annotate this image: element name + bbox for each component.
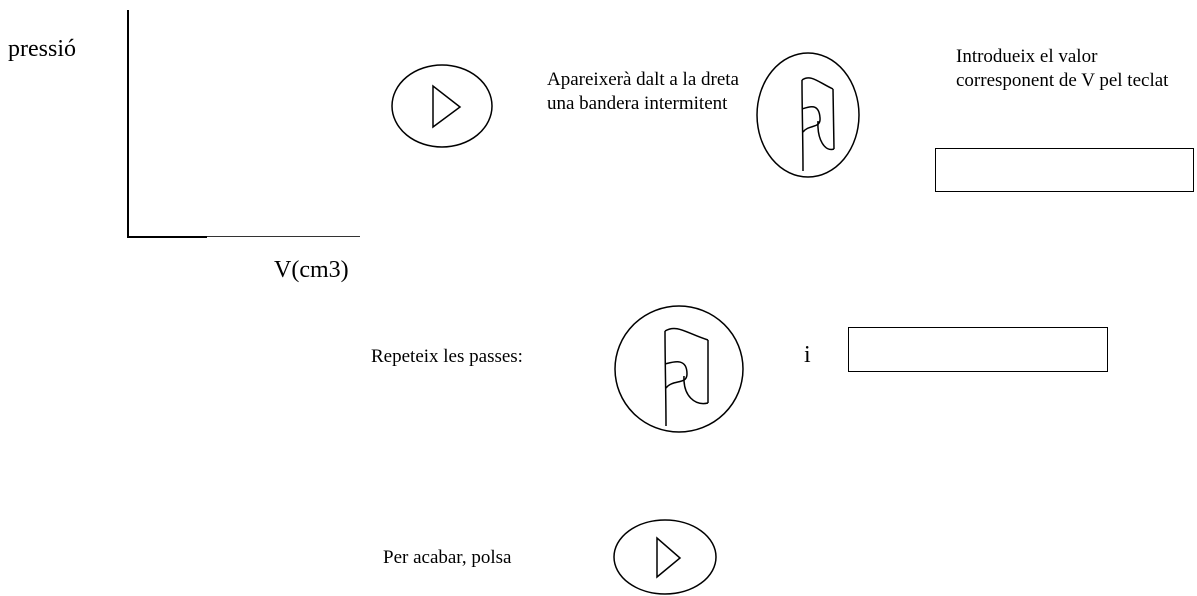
and-text: i	[804, 342, 811, 368]
value-instruction-text: Introdueix el valor corresponent de V pe…	[956, 46, 1169, 91]
flag-instruction-text: Apareixerà dalt a la dreta una bandera i…	[547, 69, 739, 114]
play-icon[interactable]	[390, 63, 495, 149]
x-axis-label: V(cm3)	[274, 257, 349, 283]
finish-text: Per acabar, polsa	[383, 547, 512, 568]
x-axis	[127, 236, 207, 238]
y-axis-label: pressió	[8, 36, 76, 62]
repeat-steps-text: Repeteix les passes:	[371, 346, 523, 367]
value-input[interactable]	[935, 148, 1194, 192]
value-input-repeat[interactable]	[848, 327, 1108, 372]
play-icon[interactable]	[612, 518, 718, 596]
x-axis-extension	[207, 236, 360, 237]
flag-icon[interactable]	[755, 50, 863, 182]
flag-icon[interactable]	[613, 303, 746, 435]
y-axis	[127, 10, 129, 238]
